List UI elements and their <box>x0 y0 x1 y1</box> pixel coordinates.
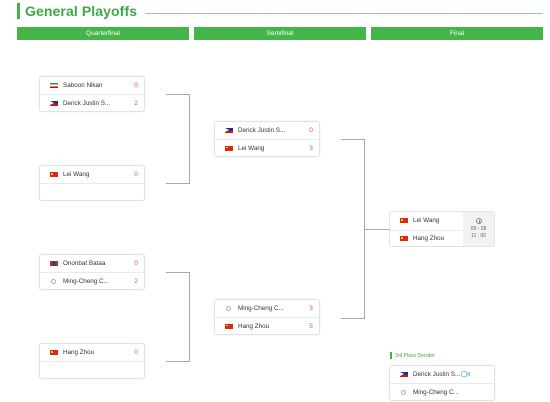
player-score: 0 <box>309 127 313 134</box>
player-name: Ming-Cheng C... <box>413 388 459 396</box>
chinese-taipei-flag-icon <box>226 306 231 311</box>
match-row: Derick Justin S... 0 <box>215 122 319 139</box>
china-flag-icon <box>50 172 58 177</box>
match-row-empty <box>40 361 144 378</box>
match-row: Derick Justin S... <box>390 366 494 383</box>
player-name: Derick Justin S... <box>63 99 111 107</box>
china-flag-icon <box>400 236 408 242</box>
philippines-flag-icon <box>400 372 408 377</box>
player-score: 2 <box>134 277 138 285</box>
third-place-match[interactable]: Derick Justin S... Ming-Cheng C... <box>389 365 495 401</box>
player-name: Ming-Cheng C... <box>238 305 284 312</box>
player-score: 5 <box>309 322 313 330</box>
final-date: 09 - 28 <box>470 226 487 232</box>
third-place-accent <box>390 352 392 359</box>
iran-flag-icon <box>50 83 58 88</box>
player-score: 0 <box>134 171 138 178</box>
final-time: 11 : 00 <box>471 233 486 239</box>
mongolia-flag-icon <box>50 261 58 266</box>
player-name: Derick Justin S... <box>238 127 286 134</box>
match-row: Lei Wang <box>390 212 463 230</box>
player-score: 2 <box>134 99 138 107</box>
player-name: Hang Zhou <box>238 322 270 330</box>
match-row: Lei Wang 0 <box>40 166 144 183</box>
quarterfinal-match-1[interactable]: Saboori Nikan 0 Derick Justin S... 2 <box>39 76 145 112</box>
match-row: Hang Zhou 5 <box>215 317 319 334</box>
third-place-title: 3rd Place Decider <box>395 352 435 359</box>
player-name: Ming-Cheng C... <box>63 277 109 285</box>
match-row: Ming-Cheng C... 3 <box>215 300 319 317</box>
match-row: Lei Wang 3 <box>215 139 319 156</box>
quarterfinal-match-4[interactable]: Hang Zhou 0 <box>39 343 145 379</box>
match-row: Saboori Nikan 0 <box>40 77 144 94</box>
bracket-connector <box>341 139 365 319</box>
philippines-flag-icon <box>225 128 233 133</box>
final-schedule: 09 - 28 11 : 00 <box>463 212 494 246</box>
round-header-final: Final <box>371 27 543 40</box>
china-flag-icon <box>50 350 58 355</box>
player-score: 3 <box>309 144 313 152</box>
title-accent-bar <box>17 3 20 19</box>
round-header-semifinal: Semifinal <box>194 27 366 40</box>
page-title-bar: General Playoffs <box>17 2 137 20</box>
match-row: Ming-Cheng C... 2 <box>40 272 144 289</box>
player-name: Hang Zhou <box>63 349 95 356</box>
player-score: 0 <box>134 82 138 89</box>
semifinal-match-1[interactable]: Derick Justin S... 0 Lei Wang 3 <box>214 121 320 157</box>
round-header-quarterfinal: Quarterfinal <box>17 27 189 40</box>
third-place-label: 3rd Place Decider <box>390 352 435 359</box>
match-row: Ononbat Bataa 0 <box>40 255 144 272</box>
quarterfinal-match-2[interactable]: Lei Wang 0 <box>39 165 145 201</box>
player-score: 0 <box>134 260 138 267</box>
player-name: Lei Wang <box>63 171 90 178</box>
match-row: Hang Zhou <box>390 229 463 248</box>
player-name: Lei Wang <box>413 217 440 225</box>
match-row: Derick Justin S... 2 <box>40 94 144 111</box>
player-name: Ononbat Bataa <box>63 260 106 267</box>
china-flag-icon <box>225 323 233 329</box>
player-name: Saboori Nikan <box>63 82 103 89</box>
player-score: 3 <box>309 305 313 312</box>
page-title: General Playoffs <box>25 3 138 19</box>
quarterfinal-match-3[interactable]: Ononbat Bataa 0 Ming-Cheng C... 2 <box>39 254 145 290</box>
chinese-taipei-flag-icon <box>51 278 56 284</box>
player-name: Derick Justin S... <box>413 371 461 378</box>
video-icon[interactable] <box>461 371 470 377</box>
philippines-flag-icon <box>50 100 58 106</box>
china-flag-icon <box>400 218 408 224</box>
player-name: Lei Wang <box>238 144 265 152</box>
title-divider <box>145 13 543 14</box>
semifinal-match-2[interactable]: Ming-Cheng C... 3 Hang Zhou 5 <box>214 299 320 335</box>
match-row: Hang Zhou 0 <box>40 344 144 361</box>
china-flag-icon <box>225 145 233 151</box>
match-row: Ming-Cheng C... <box>390 383 494 400</box>
final-players: Lei Wang Hang Zhou <box>390 212 463 246</box>
bracket-connector <box>166 94 190 184</box>
player-score: 0 <box>134 349 138 356</box>
bracket-connector-line <box>365 229 389 230</box>
player-name: Hang Zhou <box>413 235 445 243</box>
match-row-empty <box>40 183 144 200</box>
bracket-connector <box>166 272 190 362</box>
chinese-taipei-flag-icon <box>401 389 406 395</box>
clock-icon <box>475 218 482 224</box>
final-match[interactable]: Lei Wang Hang Zhou 09 - 28 11 : 00 <box>389 211 495 247</box>
